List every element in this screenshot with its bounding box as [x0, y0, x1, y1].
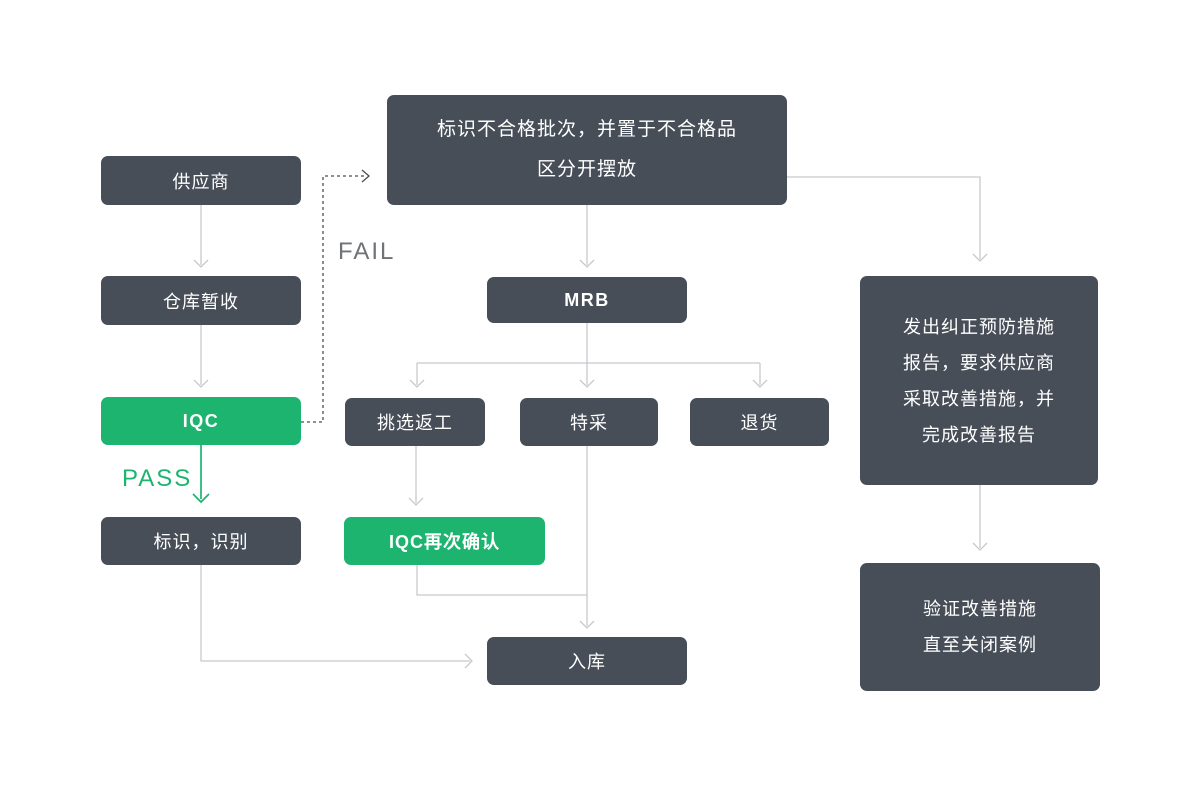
node-sort-rework: 挑选返工	[345, 398, 485, 446]
node-iqc-label: IQC	[182, 410, 220, 431]
node-mark-identify-label: 标识，识别	[153, 532, 249, 552]
node-special-acceptance-label: 特采	[570, 413, 608, 433]
edge-label-fail: FAIL	[338, 238, 396, 265]
node-into-warehouse: 入库	[487, 637, 687, 685]
node-special-acceptance: 特采	[520, 398, 658, 446]
node-iqc-recheck-label: IQC再次确认	[388, 532, 500, 552]
node-mark-identify: 标识，识别	[101, 517, 301, 565]
node-capa-report-label: 发出纠正预防措施 报告，要求供应商 采取改善措施，并 完成改善报告	[903, 316, 1055, 445]
node-return-goods: 退货	[690, 398, 829, 446]
node-supplier: 供应商	[101, 156, 301, 205]
node-verify-close-label: 验证改善措施 直至关闭案例	[923, 599, 1037, 655]
node-return-goods-label: 退货	[740, 413, 779, 433]
node-nonconforming-lot-label: 标识不合格批次，并置于不合格品 区分开摆放	[436, 119, 737, 180]
node-into-warehouse-label: 入库	[568, 652, 606, 672]
node-capa-report: 发出纠正预防措施 报告，要求供应商 采取改善措施，并 完成改善报告	[860, 276, 1098, 485]
node-supplier-label: 供应商	[172, 171, 230, 192]
node-warehouse-receive-label: 仓库暂收	[163, 291, 239, 312]
node-mrb: MRB	[487, 277, 687, 323]
node-warehouse-receive: 仓库暂收	[101, 276, 301, 325]
node-sort-rework-label: 挑选返工	[377, 413, 453, 433]
edge-label-pass: PASS	[122, 465, 193, 492]
node-mrb-label: MRB	[564, 289, 610, 310]
node-iqc: IQC	[101, 397, 301, 445]
node-nonconforming-lot: 标识不合格批次，并置于不合格品 区分开摆放	[387, 95, 787, 205]
node-iqc-recheck: IQC再次确认	[344, 517, 545, 565]
node-verify-close: 验证改善措施 直至关闭案例	[860, 563, 1100, 691]
